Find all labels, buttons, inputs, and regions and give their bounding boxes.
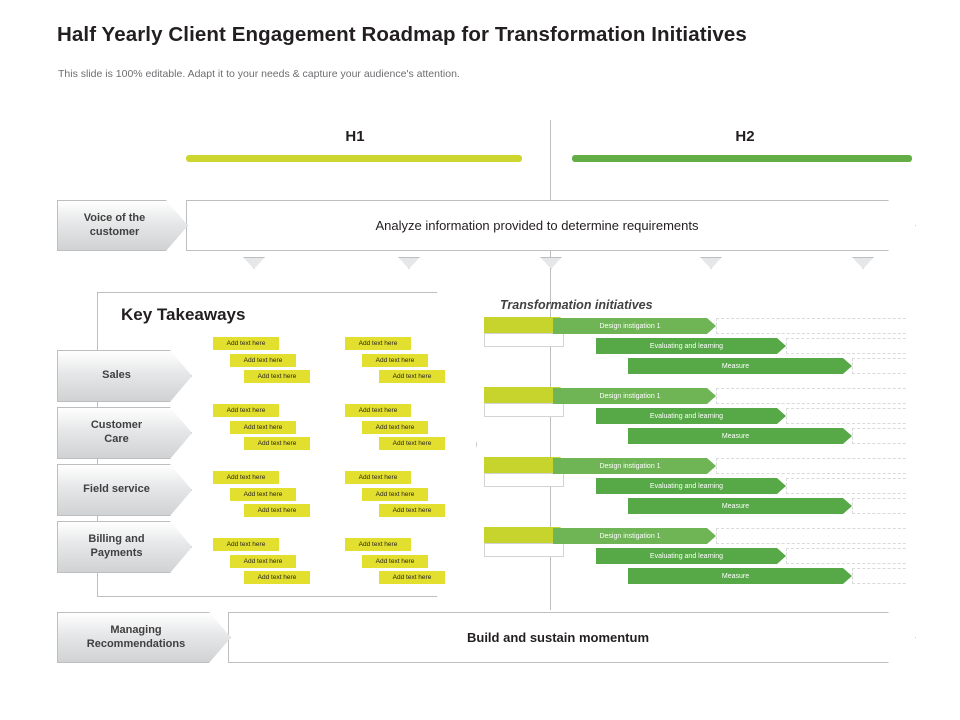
chip-text[interactable]: Add text here xyxy=(244,437,310,450)
chevron-managing-recommendations[interactable]: Managing Recommendations xyxy=(57,612,231,663)
top-band-text: Analyze information provided to determin… xyxy=(375,218,699,233)
ti-ghost-arrow xyxy=(852,428,916,444)
ti-step-design-label: Design instigation 1 xyxy=(599,392,661,400)
ti-ghost-arrow xyxy=(786,548,916,564)
down-arrow-2 xyxy=(398,257,420,269)
chevron-managing-recommendations-label: Managing Recommendations xyxy=(86,623,186,650)
transformation-initiatives-title: Transformation initiatives xyxy=(500,298,653,312)
chip-text[interactable]: Add text here xyxy=(244,571,310,584)
chevron-voice-of-customer-label: Voice of the customer xyxy=(83,211,146,238)
ti-step-measure-label: Measure xyxy=(721,362,750,370)
ti-step-measure-label: Measure xyxy=(721,432,750,440)
half-divider xyxy=(550,120,551,610)
chevron-sales[interactable]: Sales xyxy=(57,350,192,402)
chip-text[interactable]: Add text here xyxy=(230,488,296,501)
chip-text[interactable]: Add text here xyxy=(244,370,310,383)
ti-step-measure-label: Measure xyxy=(721,502,750,510)
ti-step-design[interactable]: Design instigation 1 xyxy=(553,388,716,404)
ti-step-evaluating-label: Evaluating and learning xyxy=(649,342,724,350)
half-bar-h1 xyxy=(186,155,522,162)
ti-ghost-arrow xyxy=(716,528,916,544)
ti-lead-arrow[interactable] xyxy=(484,457,569,473)
chip-text[interactable]: Add text here xyxy=(362,555,428,568)
chevron-field-service[interactable]: Field service xyxy=(57,464,192,516)
ti-step-measure[interactable]: Measure xyxy=(628,498,852,514)
ti-step-evaluating[interactable]: Evaluating and learning xyxy=(596,338,786,354)
chevron-billing-payments[interactable]: Billing and Payments xyxy=(57,521,192,573)
ti-step-evaluating-label: Evaluating and learning xyxy=(649,482,724,490)
ti-lead-arrow[interactable] xyxy=(484,527,569,543)
chip-text[interactable]: Add text here xyxy=(345,404,411,417)
half-label-h1: H1 xyxy=(345,128,365,145)
ti-ghost-arrow xyxy=(716,458,916,474)
chip-text[interactable]: Add text here xyxy=(345,471,411,484)
chip-text[interactable]: Add text here xyxy=(213,471,279,484)
ti-ghost-arrow xyxy=(852,358,916,374)
ti-frame xyxy=(484,333,564,347)
key-takeaways-title: Key Takeaways xyxy=(121,305,246,324)
bottom-band-text: Build and sustain momentum xyxy=(466,630,649,645)
ti-step-evaluating[interactable]: Evaluating and learning xyxy=(596,478,786,494)
chip-text[interactable]: Add text here xyxy=(213,538,279,551)
ti-step-design[interactable]: Design instigation 1 xyxy=(553,458,716,474)
chip-text[interactable]: Add text here xyxy=(213,337,279,350)
chevron-customer-care-label: Customer Care xyxy=(90,419,143,445)
ti-step-evaluating[interactable]: Evaluating and learning xyxy=(596,548,786,564)
half-bar-h2 xyxy=(572,155,912,162)
down-arrow-4 xyxy=(700,257,722,269)
chip-text[interactable]: Add text here xyxy=(379,571,445,584)
chip-text[interactable]: Add text here xyxy=(379,370,445,383)
ti-lead-arrow[interactable] xyxy=(484,387,569,403)
ti-step-design[interactable]: Design instigation 1 xyxy=(553,318,716,334)
ti-step-evaluating-label: Evaluating and learning xyxy=(649,552,724,560)
ti-step-design-label: Design instigation 1 xyxy=(599,462,661,470)
ti-ghost-arrow xyxy=(716,388,916,404)
ti-step-measure[interactable]: Measure xyxy=(628,568,852,584)
ti-step-design[interactable]: Design instigation 1 xyxy=(553,528,716,544)
chevron-field-service-label: Field service xyxy=(83,483,150,496)
ti-frame xyxy=(484,473,564,487)
ti-lead-arrow[interactable] xyxy=(484,317,569,333)
down-arrow-1 xyxy=(243,257,265,269)
ti-frame xyxy=(484,543,564,557)
chip-text[interactable]: Add text here xyxy=(230,421,296,434)
ti-step-design-label: Design instigation 1 xyxy=(599,322,661,330)
chevron-customer-care[interactable]: Customer Care xyxy=(57,407,192,459)
chip-text[interactable]: Add text here xyxy=(345,538,411,551)
bottom-band: Build and sustain momentum xyxy=(228,612,916,663)
chip-text[interactable]: Add text here xyxy=(362,354,428,367)
chip-text[interactable]: Add text here xyxy=(230,354,296,367)
ti-step-measure[interactable]: Measure xyxy=(628,428,852,444)
top-band: Analyze information provided to determin… xyxy=(186,200,916,251)
ti-ghost-arrow xyxy=(716,318,916,334)
ti-step-measure[interactable]: Measure xyxy=(628,358,852,374)
chip-text[interactable]: Add text here xyxy=(230,555,296,568)
ti-ghost-arrow xyxy=(852,568,916,584)
chip-text[interactable]: Add text here xyxy=(345,337,411,350)
ti-step-design-label: Design instigation 1 xyxy=(599,532,661,540)
ti-step-measure-label: Measure xyxy=(721,572,750,580)
chip-text[interactable]: Add text here xyxy=(362,421,428,434)
chevron-sales-label: Sales xyxy=(102,369,131,382)
chip-text[interactable]: Add text here xyxy=(244,504,310,517)
page-subtitle: This slide is 100% editable. Adapt it to… xyxy=(58,68,460,80)
down-arrow-5 xyxy=(852,257,874,269)
ti-ghost-arrow xyxy=(852,498,916,514)
ti-frame xyxy=(484,403,564,417)
down-arrow-3 xyxy=(540,257,562,269)
chip-text[interactable]: Add text here xyxy=(379,504,445,517)
ti-ghost-arrow xyxy=(786,408,916,424)
ti-step-evaluating[interactable]: Evaluating and learning xyxy=(596,408,786,424)
chip-text[interactable]: Add text here xyxy=(213,404,279,417)
ti-ghost-arrow xyxy=(786,478,916,494)
chevron-voice-of-customer[interactable]: Voice of the customer xyxy=(57,200,188,251)
ti-ghost-arrow xyxy=(786,338,916,354)
half-label-h2: H2 xyxy=(735,128,755,145)
page-title: Half Yearly Client Engagement Roadmap fo… xyxy=(57,23,747,46)
ti-step-evaluating-label: Evaluating and learning xyxy=(649,412,724,420)
chip-text[interactable]: Add text here xyxy=(379,437,445,450)
chip-text[interactable]: Add text here xyxy=(362,488,428,501)
chevron-billing-payments-label: Billing and Payments xyxy=(88,533,145,559)
